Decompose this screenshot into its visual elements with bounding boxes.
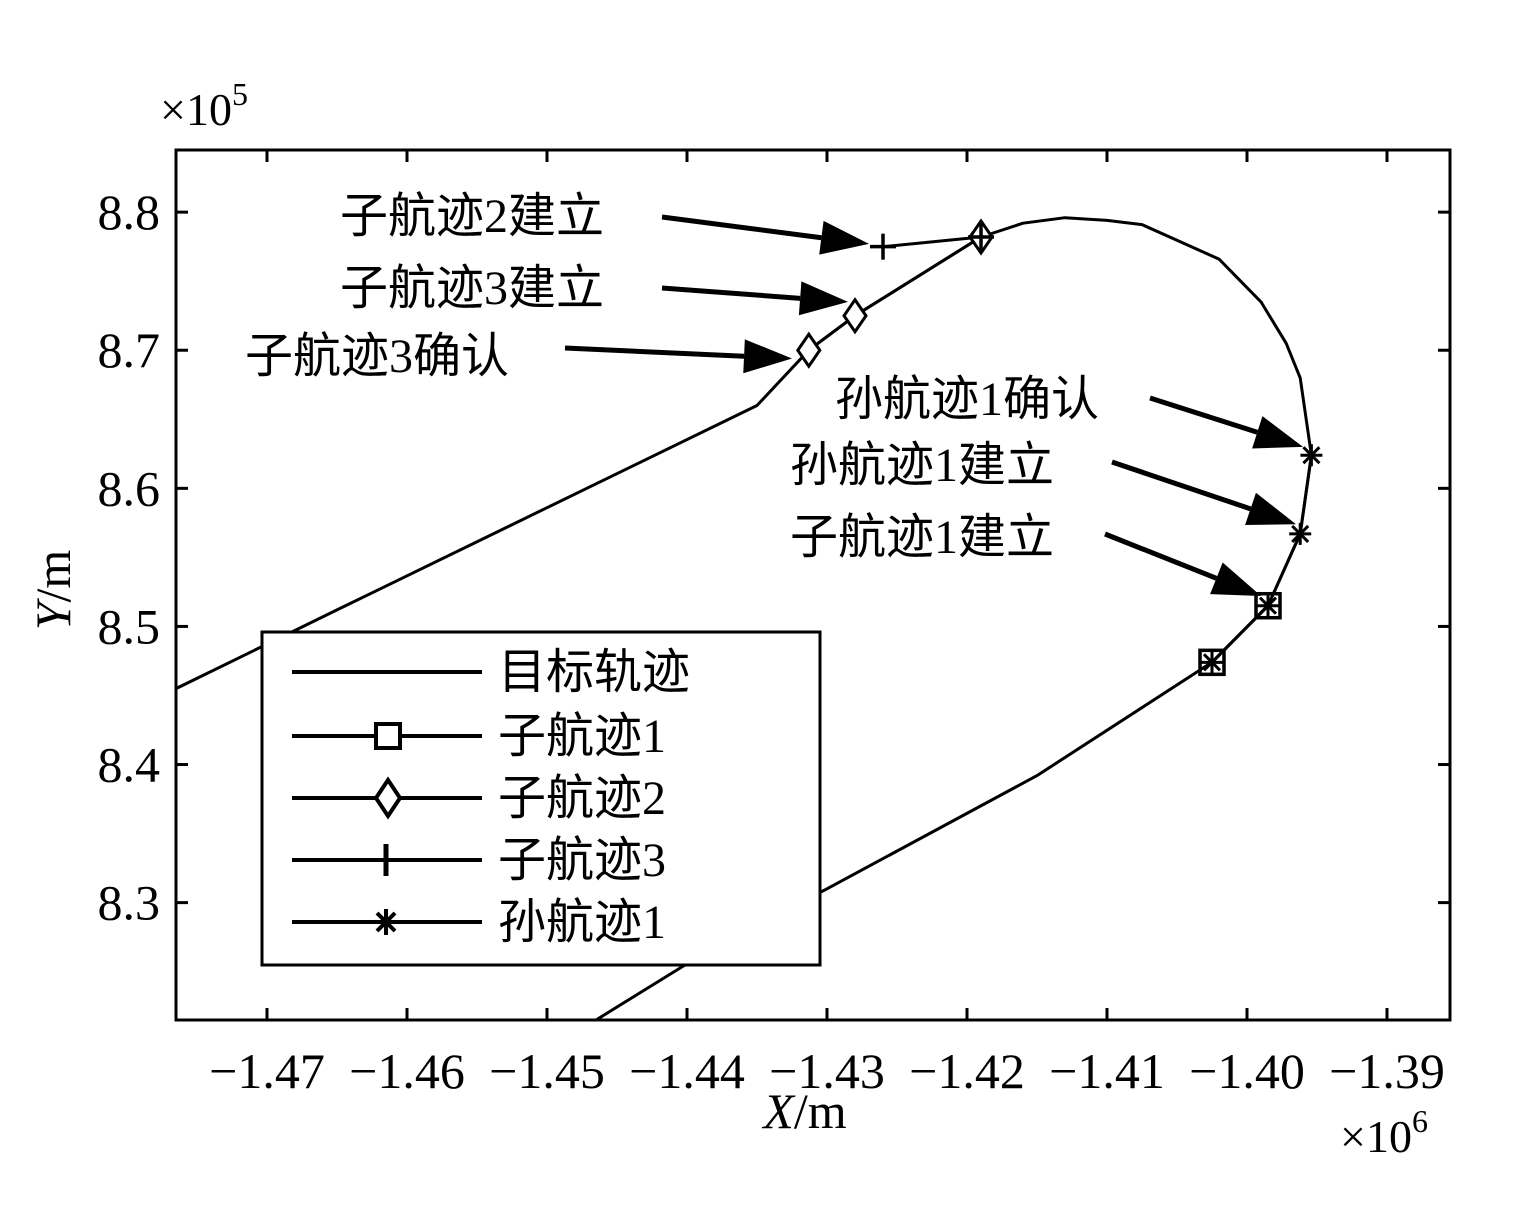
legend-label-grandtrack1: 孙航迹1 (498, 896, 666, 949)
legend-label-subtrack3: 子航迹3 (498, 834, 666, 887)
legend-item-subtrack3: 子航迹3 (292, 834, 666, 887)
y-tick-label: 8.4 (98, 737, 161, 793)
x-axis-multiplier: ×106 (1340, 1103, 1428, 1162)
square-marker (1198, 648, 1226, 677)
x-tick-label: −1.46 (349, 1043, 465, 1099)
x-tick-label: −1.47 (209, 1043, 325, 1099)
annotation-arrow (661, 214, 869, 255)
annotation-subtrack1-established: 子航迹1建立 (790, 511, 1054, 564)
legend-item-target-track: 目标轨迹 (292, 646, 690, 699)
y-tick-label: 8.8 (98, 184, 161, 240)
legend: 目标轨迹 子航迹1 子航迹2 子航迹3 孙航迹1 (260, 630, 822, 967)
y-axis-label: Y/m (25, 550, 81, 631)
star-marker (1289, 522, 1312, 545)
annotation-arrow (661, 281, 848, 316)
plus-marker (968, 224, 994, 250)
legend-label-subtrack1: 子航迹1 (498, 710, 666, 763)
star-marker (1300, 444, 1323, 467)
annotation-subtrack3-established: 子航迹3建立 (340, 262, 604, 315)
legend-diamond-marker (373, 776, 403, 820)
y-tick-label: 8.7 (98, 322, 161, 378)
annotation-arrow (1111, 459, 1296, 525)
legend-item-subtrack2: 子航迹2 (292, 772, 666, 825)
y-axis-multiplier: ×105 (160, 76, 248, 135)
annotation-arrow (1104, 531, 1261, 597)
x-tick-label: −1.42 (909, 1043, 1025, 1099)
legend-item-grandtrack1: 孙航迹1 (292, 896, 666, 949)
series-line-3 (882, 235, 982, 249)
annotation-subtrack3-confirmed: 子航迹3确认 (245, 330, 509, 383)
x-tick-label: −1.43 (769, 1043, 885, 1099)
annotation-arrow (564, 339, 792, 374)
annotation-arrow (1149, 395, 1303, 449)
star-marker (1201, 651, 1223, 674)
x-axis-label: X/m (761, 1083, 846, 1139)
annotation-grandtrack1-established: 孙航迹1建立 (790, 439, 1054, 492)
x-tick-label: −1.39 (1329, 1043, 1445, 1099)
series-line-4 (1210, 454, 1313, 664)
legend-label-subtrack2: 子航迹2 (498, 772, 666, 825)
legend-label-target-track: 目标轨迹 (498, 646, 690, 699)
legend-item-subtrack1: 子航迹1 (292, 710, 666, 763)
x-tick-label: −1.45 (489, 1043, 605, 1099)
star-marker (1257, 594, 1279, 617)
square-marker (1254, 591, 1282, 620)
y-tick-label: 8.3 (98, 875, 161, 931)
plus-marker (870, 233, 896, 260)
annotation-subtrack2-established: 子航迹2建立 (340, 190, 604, 243)
legend-square-marker (374, 722, 402, 750)
series-line-2 (807, 235, 982, 352)
x-tick-label: −1.41 (1049, 1043, 1165, 1099)
legend-star-marker (373, 909, 399, 935)
x-tick-label: −1.40 (1189, 1043, 1305, 1099)
y-tick-label: 8.6 (98, 460, 161, 516)
diamond-marker (842, 297, 868, 335)
diamond-marker (795, 331, 822, 369)
series-line-0 (176, 216, 1313, 1020)
x-tick-label: −1.44 (629, 1043, 745, 1099)
annotation-grandtrack1-confirmed: 孙航迹1确认 (835, 373, 1099, 426)
plot-area-frame (174, 148, 1452, 1022)
y-tick-label: 8.5 (98, 598, 161, 654)
